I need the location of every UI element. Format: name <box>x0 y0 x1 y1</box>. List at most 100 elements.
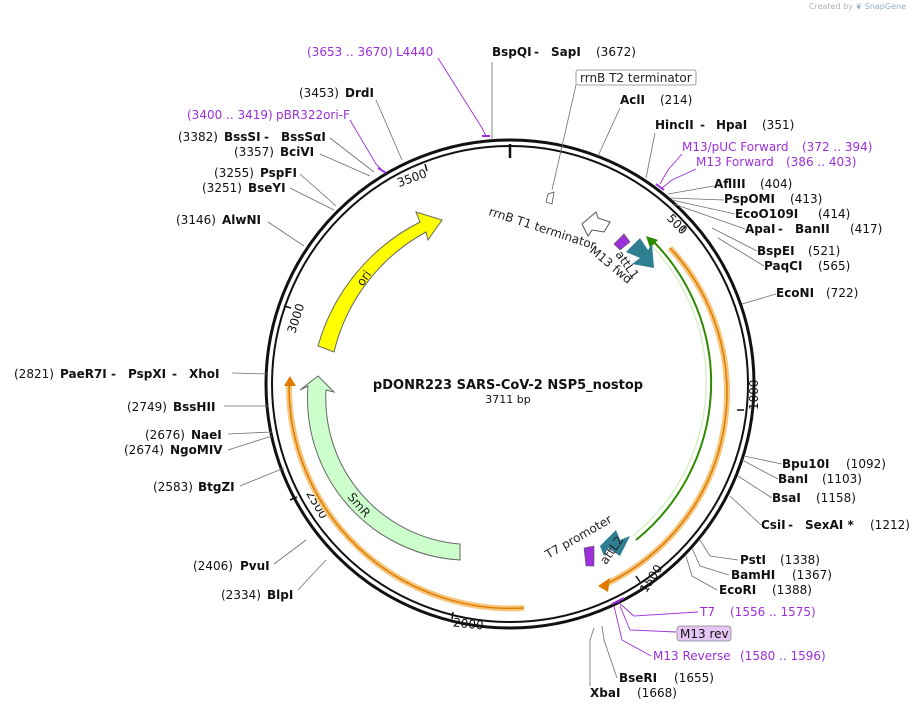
bsssi-pos: (3382) <box>178 130 218 144</box>
bsai-pos: (1158) <box>816 491 856 505</box>
m13rev-name: M13 rev <box>680 627 729 641</box>
acli-pos: (214) <box>660 93 692 107</box>
alwni-pos: (3146) <box>176 213 216 227</box>
plasmid-name: pDONR223 SARS-CoV-2 NSP5_nostop <box>373 378 643 393</box>
m13reverse-name: M13 Reverse <box>653 649 731 663</box>
afliii-leader <box>667 185 715 195</box>
attl2-arrow <box>600 530 630 556</box>
t7-name: T7 <box>699 605 715 619</box>
csii-sep: - <box>788 518 793 532</box>
btgzi-pos: (2583) <box>153 480 193 494</box>
rrnb-t2-label: rrnB T2 terminator <box>580 71 692 85</box>
hincii-sep: - <box>700 118 705 132</box>
bsssi-sep: - <box>264 130 269 144</box>
t7-leader <box>617 601 699 617</box>
pspomi-name: PspOMI <box>724 192 775 206</box>
tick-mark-2000 <box>451 611 454 620</box>
apai-leader <box>673 203 746 230</box>
orf-arrowhead-right <box>598 578 610 592</box>
backbone-outer-circle <box>264 138 756 630</box>
m13fwd-range: (386 .. 403) <box>786 155 856 169</box>
bani-pos: (1103) <box>822 472 862 486</box>
bseyi-pos: (3251) <box>202 181 242 195</box>
blpi-leader <box>297 559 327 591</box>
psti-pos: (1338) <box>780 553 820 567</box>
apai-name: ApaI <box>745 222 775 236</box>
bpu10i-leader <box>743 455 783 465</box>
bamhi-pos: (1367) <box>792 568 832 582</box>
ngomiv-leader <box>227 435 273 451</box>
pvui-pos: (2406) <box>193 559 233 573</box>
pbr322-name: pBR322ori-F <box>276 108 350 122</box>
ecori-pos: (1388) <box>772 583 812 597</box>
bsshii-pos: (2749) <box>127 400 167 414</box>
rrnb-t2-box <box>575 69 697 86</box>
bcivi-pos: (3357) <box>234 145 274 159</box>
bspei-name: BspEI <box>757 244 795 258</box>
attl1-purple-mark <box>613 233 631 251</box>
pvui-name: PvuI <box>240 559 270 573</box>
naei-pos: (2676) <box>145 428 185 442</box>
psti-name: PstI <box>740 553 766 567</box>
bspqi-pos: (3672) <box>596 45 636 59</box>
orf-arc-orange-left-line <box>288 383 525 610</box>
snapgene-credit: Created by ❦ SnapGene <box>809 2 906 11</box>
credit-brand: SnapGene <box>864 2 906 11</box>
orf-arc-orange-line <box>605 247 728 585</box>
m13puc-range: (372 .. 394) <box>802 140 872 154</box>
bamhi-name: BamHI <box>731 568 775 582</box>
tick-label-3500: 3500 <box>395 166 428 190</box>
hincii-name: HincII <box>655 118 694 132</box>
snapgene-logo-icon: ❦ <box>855 2 863 11</box>
bsssi-name: BssSI <box>224 130 261 144</box>
blpi-pos: (2334) <box>221 588 261 602</box>
hincii-pos: (351) <box>762 118 794 132</box>
bseyi-name: BseYI <box>248 181 286 195</box>
pspfi-name: PspFI <box>260 166 297 180</box>
rrnb-t1-label: rrnB T1 terminator <box>487 204 598 252</box>
hincii-name2: HpaI <box>716 118 747 132</box>
rrnb-t2-leader <box>551 84 577 191</box>
bani-leader <box>741 459 779 480</box>
smr-feature <box>299 375 461 561</box>
pspfi-pos: (3255) <box>214 166 254 180</box>
xbai-leader <box>589 627 595 686</box>
econi-pos: (722) <box>826 286 858 300</box>
ngomiv-pos: (2674) <box>124 443 164 457</box>
tick-mark-3000 <box>283 305 292 309</box>
drdi-pos: (3453) <box>299 86 339 100</box>
paqci-name: PaqCI <box>764 259 802 273</box>
attl2-purple-mark <box>583 545 595 567</box>
alwni-leader <box>267 221 305 247</box>
apai-name2: BanII <box>795 222 830 236</box>
nsp5-green-arc <box>635 239 713 541</box>
rrnb-t2-arrow <box>545 191 555 205</box>
bcivi-leader <box>319 153 371 177</box>
m13puc-name: M13/pUC Forward <box>682 140 789 154</box>
acli-name: AclI <box>620 93 645 107</box>
bspei-pos: (521) <box>808 244 840 258</box>
m13puc-leader <box>659 153 683 185</box>
paqci-leader <box>717 237 765 267</box>
tick-label-1000: 1000 <box>747 379 761 410</box>
bpu10i-name: Bpu10I <box>782 457 829 471</box>
plasmid-length: 3711 bp <box>485 393 530 406</box>
bsai-name: BsaI <box>772 491 801 505</box>
acli-leader <box>597 107 621 157</box>
t7-range: (1556 .. 1575) <box>730 605 816 619</box>
pbr322-mark <box>377 167 387 174</box>
eco0109i-leader <box>671 199 736 215</box>
credit-prefix: Created by <box>808 2 853 11</box>
paer7i-name3: XhoI <box>189 367 220 381</box>
green-arrowhead <box>646 236 658 248</box>
apai-sep: - <box>778 222 783 236</box>
btgzi-leader <box>239 467 285 487</box>
l4440-name: L4440 <box>396 45 433 59</box>
m13puc-mark <box>655 183 665 191</box>
apai-pos: (417) <box>850 222 882 236</box>
m13fwd-arrow <box>626 238 654 268</box>
paer7i-sep2: - <box>172 367 177 381</box>
eco0109i-pos: (414) <box>818 207 850 221</box>
pbr322-leader <box>349 119 383 171</box>
